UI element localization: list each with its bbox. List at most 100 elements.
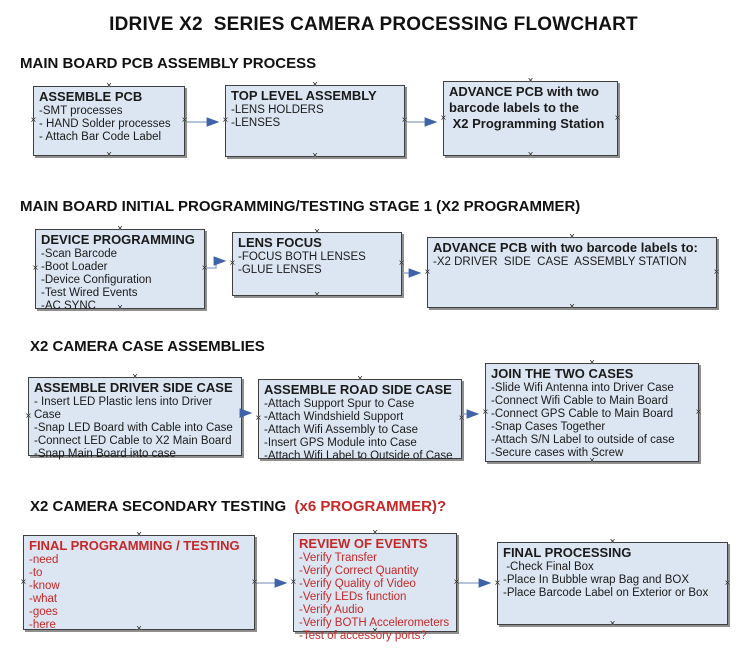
box-item: -Place Barcode Label on Exterior or Box [503, 587, 709, 599]
connector-anchor[interactable]: × [117, 302, 123, 314]
connector-anchor[interactable]: × [136, 529, 142, 541]
connector-anchor[interactable]: × [494, 577, 501, 589]
connector-anchor[interactable]: × [312, 79, 318, 91]
box-item: -need [29, 554, 59, 566]
box-item: -LENSES [231, 117, 281, 129]
connector-anchor[interactable]: × [251, 576, 258, 588]
connector-anchor[interactable]: × [724, 577, 731, 589]
section-heading-pcb-assembly: MAIN BOARD PCB ASSEMBLY PROCESS [20, 55, 317, 72]
connector-anchor[interactable]: × [453, 576, 460, 588]
connector-anchor[interactable]: × [482, 406, 489, 418]
box-title: ASSEMBLE ROAD SIDE CASE [264, 382, 452, 397]
box-item: barcode labels to the [449, 100, 580, 115]
connector-anchor[interactable]: × [424, 266, 431, 278]
box-title: REVIEW OF EVENTS [299, 536, 428, 551]
connector-anchor[interactable]: × [440, 112, 447, 124]
box-item: -Attach Wifi Label to Outside of Case [264, 450, 453, 462]
connector-anchor[interactable]: × [527, 149, 534, 161]
box-item: -Place In Bubble wrap Bag and BOX [503, 574, 690, 586]
connector-anchor[interactable]: × [372, 527, 378, 539]
connector-anchor[interactable]: × [458, 413, 465, 424]
box-item-list: -need-to-know-what-goes-here [29, 554, 249, 632]
box-item: X2 Programming Station [449, 116, 605, 131]
connector-anchor[interactable]: × [136, 623, 142, 635]
connector-anchor[interactable]: × [222, 115, 229, 126]
box-title: TOP LEVEL ASSEMBLY [231, 88, 377, 103]
box-item-list: -LENS HOLDERS-LENSES [231, 104, 399, 130]
connector-anchor[interactable]: × [106, 149, 112, 161]
box-title: DEVICE PROGRAMMING [41, 232, 195, 247]
box-item: -Snap Cases Together [491, 421, 606, 433]
connector-anchor[interactable]: × [312, 150, 318, 162]
box-assemble-road-side-case[interactable]: ASSEMBLE ROAD SIDE CASE -Attach Support … [255, 373, 465, 464]
connector-anchor[interactable]: × [569, 301, 575, 313]
connector-anchor[interactable]: × [372, 625, 378, 637]
connector-anchor[interactable]: × [609, 536, 616, 548]
connector-anchor[interactable]: × [238, 410, 245, 422]
connector-anchor[interactable]: × [290, 576, 297, 588]
connector-anchor[interactable]: × [357, 373, 363, 385]
box-item: -goes [29, 606, 58, 618]
box-final-processing[interactable]: FINAL PROCESSING -Check Final Box-Place … [494, 536, 731, 630]
box-final-programming-testing[interactable]: FINAL PROGRAMMING / TESTING -need-to-kno… [20, 529, 258, 635]
box-item: -Attach Windshield Support [264, 411, 404, 423]
heading-red-part: (x6 PROGRAMMER)? [294, 498, 447, 515]
connector-anchor[interactable]: × [314, 289, 320, 301]
connector-anchor[interactable]: × [229, 258, 236, 269]
box-title: LENS FOCUS [238, 235, 322, 250]
connector-anchor[interactable]: × [181, 115, 188, 126]
connector-anchor[interactable]: × [20, 576, 27, 588]
box-item: -Check Final Box [503, 561, 594, 573]
connector-anchor[interactable]: × [614, 112, 621, 124]
box-item: -LENS HOLDERS [231, 104, 324, 116]
connector-anchor[interactable]: × [398, 258, 405, 269]
connector-anchor[interactable]: × [132, 371, 138, 383]
connector-anchor[interactable]: × [357, 452, 363, 464]
box-review-of-events[interactable]: REVIEW OF EVENTS -Verify Transfer-Verify… [290, 527, 460, 642]
connector-anchor[interactable]: × [314, 226, 320, 238]
connector-anchor[interactable]: × [32, 263, 39, 274]
box-item-list: -Check Final Box-Place In Bubble wrap Ba… [503, 561, 722, 600]
connector-anchor[interactable]: × [401, 115, 408, 126]
flow-arrow-programming-to-lensfocus[interactable] [207, 256, 227, 269]
box-join-the-two-cases[interactable]: JOIN THE TWO CASES -Slide Wifi Antenna i… [482, 357, 702, 467]
connector-anchor[interactable]: × [132, 449, 138, 461]
box-advance-pcb-driver-side[interactable]: ADVANCE PCB with two barcode labels to: … [424, 231, 720, 313]
connector-anchor[interactable]: × [117, 223, 123, 235]
box-item: -GLUE LENSES [238, 264, 322, 276]
connector-anchor[interactable]: × [527, 75, 534, 87]
box-top-level-assembly[interactable]: TOP LEVEL ASSEMBLY -LENS HOLDERS-LENSES … [222, 79, 408, 162]
box-item: -Test Wired Events [41, 287, 138, 299]
connector-anchor[interactable]: × [255, 413, 262, 424]
box-title: FINAL PROGRAMMING / TESTING [29, 538, 240, 553]
box-item: -Insert GPS Module into Case [264, 437, 417, 449]
box-assemble-pcb[interactable]: ASSEMBLE PCB -SMT processes- HAND Solder… [30, 80, 188, 161]
connector-anchor[interactable]: × [569, 231, 575, 243]
box-lens-focus[interactable]: LENS FOCUS -FOCUS BOTH LENSES-GLUE LENSE… [229, 226, 405, 301]
connector-anchor[interactable]: × [713, 266, 720, 278]
connector-anchor[interactable]: × [106, 80, 112, 92]
box-item: -Scan Barcode [41, 248, 118, 260]
section-heading-case-assemblies: X2 CAMERA CASE ASSEMBLIES [30, 338, 265, 355]
connector-anchor[interactable]: × [25, 410, 32, 422]
box-assemble-driver-side-case[interactable]: ASSEMBLE DRIVER SIDE CASE - Insert LED P… [25, 371, 245, 461]
connector-anchor[interactable]: × [695, 406, 702, 418]
connector-anchor[interactable]: × [30, 115, 37, 126]
heading-black-part: X2 CAMERA SECONDARY TESTING [30, 498, 295, 515]
box-device-programming[interactable]: DEVICE PROGRAMMING -Scan Barcode-Boot Lo… [32, 223, 208, 314]
box-item: -Secure cases with Screw [491, 447, 624, 459]
connector-anchor[interactable]: × [609, 618, 616, 630]
connector-anchor[interactable]: × [589, 357, 595, 369]
connector-anchor[interactable]: × [201, 263, 208, 274]
section-heading-secondary-testing: X2 CAMERA SECONDARY TESTING (x6 PROGRAMM… [30, 498, 446, 515]
connector-anchor[interactable]: × [589, 455, 595, 467]
box-item: -Connect Wifi Cable to Main Board [491, 395, 669, 407]
box-item: -Slide Wifi Antenna into Driver Case [491, 382, 674, 394]
box-item: -Attach S/N Label to outside of case [491, 434, 675, 446]
box-item: -Verify Correct Quantity [299, 565, 419, 577]
box-item: -Verify Audio [299, 604, 364, 616]
